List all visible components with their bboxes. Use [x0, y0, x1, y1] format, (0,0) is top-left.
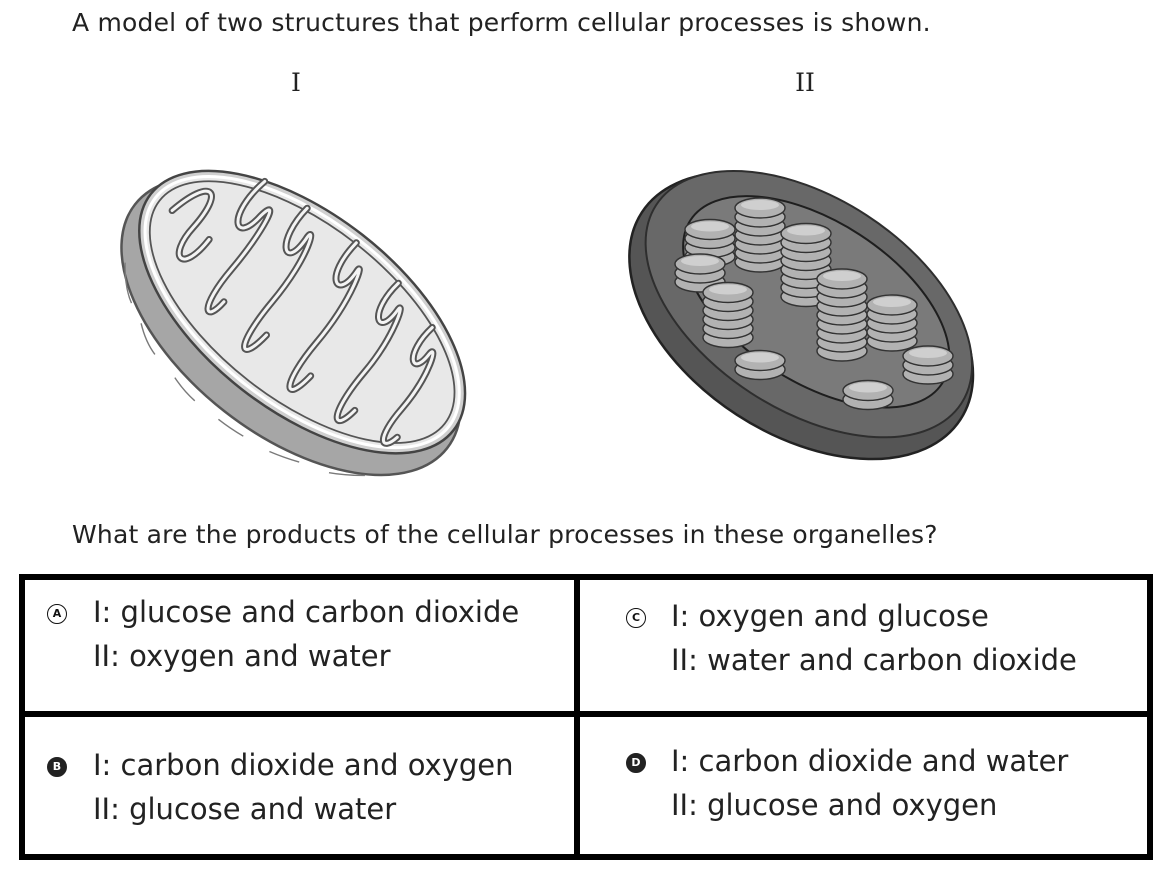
question-text: What are the products of the cellular pr… — [72, 520, 938, 549]
option-c[interactable]: C I: oxygen and glucose II: water and ca… — [580, 580, 1147, 717]
thylakoid-disc — [734, 349, 786, 372]
option-c-letter-icon: C — [626, 608, 646, 628]
option-a[interactable]: A I: glucose and carbon dioxide II: oxyg… — [25, 580, 580, 717]
thylakoid-disc — [902, 345, 954, 367]
option-d-line1: I: carbon dioxide and water — [671, 744, 1069, 778]
thylakoid-disc — [842, 379, 894, 402]
option-d-letter-icon: D — [626, 753, 646, 773]
option-a-line1: I: glucose and carbon dioxide — [93, 595, 520, 629]
thylakoid-disc — [780, 222, 832, 245]
thylakoid-disc — [702, 281, 754, 304]
option-d-line2: II: glucose and oxygen — [671, 788, 998, 822]
option-c-text: I: oxygen and glucose II: water and carb… — [671, 594, 1077, 682]
option-a-text: I: glucose and carbon dioxide II: oxygen… — [93, 590, 519, 678]
intro-text: A model of two structures that perform c… — [72, 8, 931, 37]
option-c-line1: I: oxygen and glucose — [671, 599, 989, 633]
figure-label-i: I — [291, 68, 301, 97]
chloroplast-illustration — [628, 169, 975, 461]
answer-choices: A I: glucose and carbon dioxide II: oxyg… — [19, 574, 1153, 860]
thylakoid-disc — [816, 268, 868, 290]
option-c-line2: II: water and carbon dioxide — [671, 643, 1077, 677]
option-d[interactable]: D I: carbon dioxide and water II: glucos… — [580, 717, 1147, 854]
option-b-line1: I: carbon dioxide and oxygen — [93, 748, 514, 782]
option-a-line2: II: oxygen and water — [93, 639, 391, 673]
option-b-letter-icon: B — [47, 757, 67, 777]
thylakoid-disc — [734, 197, 786, 219]
thylakoid-disc — [674, 253, 726, 275]
option-b-text: I: carbon dioxide and oxygen II: glucose… — [93, 743, 514, 831]
figure-label-ii: II — [795, 68, 815, 97]
thylakoid-disc — [684, 218, 736, 241]
option-d-text: I: carbon dioxide and water II: glucose … — [671, 739, 1068, 827]
thylakoid-disc — [866, 294, 918, 316]
option-b-line2: II: glucose and water — [93, 792, 397, 826]
option-b[interactable]: B I: carbon dioxide and oxygen II: gluco… — [25, 717, 580, 854]
option-a-letter-icon: A — [47, 604, 67, 624]
mitochondrion-illustration — [120, 169, 467, 477]
